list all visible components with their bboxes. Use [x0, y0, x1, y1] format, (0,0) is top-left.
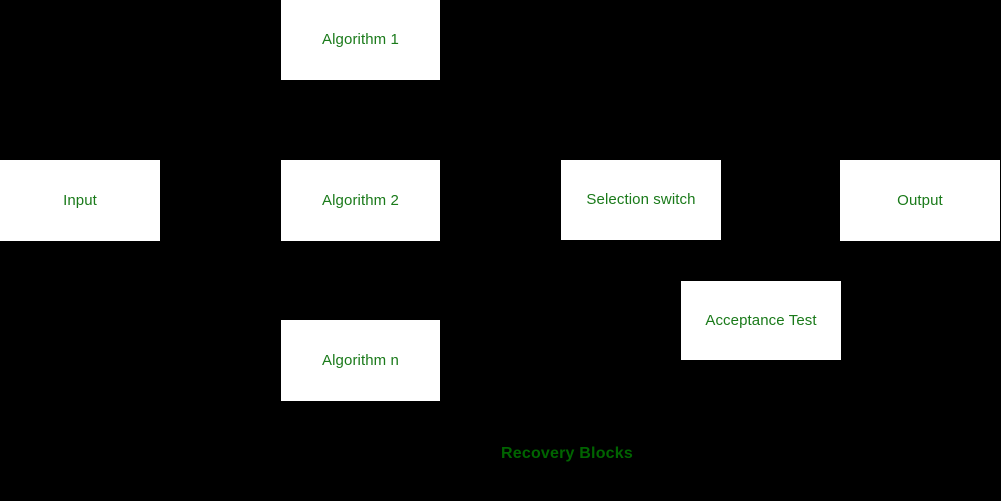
node-selection-switch[interactable]: Selection switch [561, 160, 721, 240]
node-output[interactable]: Output [840, 160, 1000, 241]
node-label-output: Output [897, 191, 943, 209]
node-acceptance-test[interactable]: Acceptance Test [681, 281, 841, 360]
node-label-algorithm-1: Algorithm 1 [322, 31, 399, 48]
node-label-algorithm-n: Algorithm n [322, 351, 399, 369]
diagram-caption: Recovery Blocks [501, 445, 633, 462]
node-algorithm-1[interactable]: Algorithm 1 [281, 0, 440, 80]
node-algorithm-2[interactable]: Algorithm 2 [281, 160, 440, 241]
node-label-selection-switch: Selection switch [586, 191, 696, 208]
node-algorithm-n[interactable]: Algorithm n [281, 320, 440, 401]
node-label-input: Input [63, 191, 97, 209]
node-label-algorithm-2: Algorithm 2 [322, 191, 399, 209]
node-label-acceptance-test: Acceptance Test [705, 311, 817, 329]
node-input[interactable]: Input [0, 160, 160, 241]
